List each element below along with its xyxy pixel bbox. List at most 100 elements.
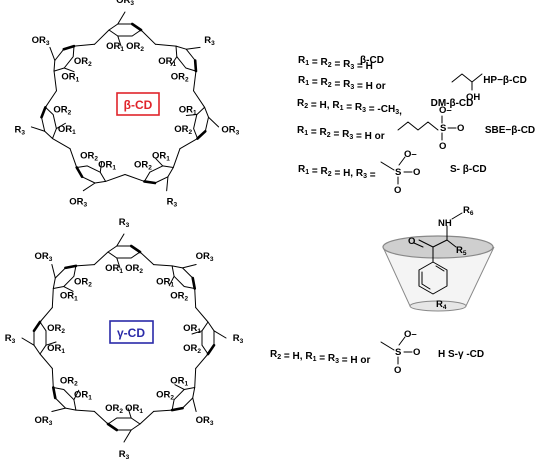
sbe-s-label: S (440, 123, 446, 134)
beta-wedge-bond (130, 22, 143, 32)
gamma-or-bond (168, 275, 175, 287)
gamma-cd-text: γ-CD (117, 326, 145, 340)
sulfate-s-label: S (395, 167, 401, 178)
gamma-or-bond (73, 389, 80, 401)
beta-ch2-bond (82, 182, 96, 192)
derivative-condition-3: R1 = R2 = R3 = H or (297, 125, 385, 142)
beta-glycosidic-bond (69, 148, 78, 169)
beta-glycosidic-bond (124, 173, 145, 182)
beta-glycosidic-bond (52, 138, 71, 150)
gamma-glycosidic-bond (153, 264, 173, 267)
beta-glycosidic-bond (94, 29, 110, 45)
beta-or1-label: OR1 (158, 56, 176, 68)
gamma-glycosidic-bond (93, 410, 109, 425)
gamma-or1-label: OR1 (183, 323, 201, 335)
gamma-or-bond (116, 257, 121, 269)
beta-wedge-bond (193, 59, 198, 73)
gamma-ch2-bond (51, 407, 66, 413)
beta-or1-label: OR1 (106, 41, 124, 53)
sulfate-o-bottom: O (394, 185, 401, 196)
beta-or2-label: OR2 (174, 124, 192, 136)
sbe-o-bottom: O (439, 141, 446, 152)
gamma-or-bond (127, 407, 132, 419)
r5-label: R5 (456, 245, 467, 257)
cyclodextrin-rings (21, 11, 227, 443)
beta-ch2-bond (185, 46, 201, 50)
derivative-name-1: HP−β-CD (483, 75, 527, 86)
gamma-glycosidic-bond (39, 307, 53, 323)
beta-or-bond (63, 67, 75, 73)
gamma-or-bond (45, 341, 57, 346)
derivative-name-5: H S-γ -CD (438, 349, 484, 360)
beta-ch2-bond (166, 176, 169, 192)
gamma-ch2-bond (192, 397, 197, 413)
derivative-condition-4: R1 = R2 = H, R3 = (298, 164, 376, 181)
derivative-name-3: SBE−β-CD (485, 125, 535, 136)
gamma-glycosidic-bond (153, 409, 173, 412)
gamma-glycosidic-bond (51, 288, 54, 309)
gamma-or2-label: OR2 (183, 343, 201, 355)
beta-or-bond (155, 157, 164, 167)
sbe-o-right: O (457, 123, 464, 134)
r4-sub: 4 (443, 304, 447, 311)
beta-glycosidic-bond (193, 90, 206, 108)
beta-or2-label: OR2 (80, 151, 98, 163)
beta-wedge-bond (196, 129, 207, 140)
gamma-or1-label: OR1 (74, 390, 92, 402)
derivative-condition-5: R2 = H, R1 = R3 = H or (270, 349, 371, 366)
gamma-sulfate-s-label: S (395, 347, 401, 358)
beta-or1-label: OR1 (98, 159, 116, 171)
gamma-glucose-unit (171, 265, 196, 289)
beta-glycosidic-bond (179, 138, 198, 150)
gamma-wedge-bond (129, 244, 142, 254)
beta-r3-label: R3 (204, 35, 215, 47)
beta-glycosidic-bond (154, 43, 177, 47)
gamma-ch2-bond (182, 263, 197, 269)
beta-or-bond (55, 122, 66, 130)
carbonyl-o-label: O (408, 236, 415, 247)
sbe-o-top: O– (439, 105, 452, 116)
beta-or2-label: OR2 (134, 159, 152, 171)
r6-label: R6 (463, 205, 474, 217)
gamma-or-bond (191, 330, 203, 335)
gamma-ch2-bond (213, 330, 227, 339)
gamma-r3-label: R3 (119, 217, 130, 229)
beta-wedge-bond (75, 166, 84, 179)
beta-or-bond (170, 56, 178, 66)
gamma-glycosidic-bond (194, 288, 197, 309)
gamma-ch2-bond (123, 429, 132, 443)
beta-ch2-bond (207, 116, 220, 128)
gamma-or1-label: OR1 (156, 276, 174, 288)
beta-r3-label: R3 (14, 125, 25, 137)
oh-label: OH (466, 92, 480, 103)
beta-glycosidic-bond (193, 70, 197, 92)
gamma-or2-label: OR2 (60, 375, 78, 387)
sulfate-structure-beta: S O– O O (380, 149, 420, 196)
beta-ch2-bond (117, 11, 126, 25)
beta-cd-text: β-CD (124, 98, 153, 112)
gamma-sulfate-o-right: O (413, 347, 420, 358)
gamma-glycosidic-bond (195, 353, 209, 369)
beta-or1-label: OR1 (58, 124, 76, 136)
gamma-ch2-bond (21, 337, 35, 346)
nh-label: NH (438, 218, 452, 229)
beta-glycosidic-bond (73, 43, 96, 47)
gamma-cd-label: γ-CD (109, 320, 154, 344)
gamma-or2-label: OR2 (47, 323, 65, 335)
beta-wedge-bond (143, 180, 157, 185)
gamma-or1-label: OR1 (125, 403, 143, 415)
gamma-wedge-bond (106, 422, 119, 432)
beta-or2-label: OR2 (171, 71, 189, 83)
beta-r3-label: OR3 (32, 35, 50, 47)
gamma-wedge-bond (32, 320, 42, 333)
gamma-glycosidic-bond (51, 367, 54, 388)
gamma-r3-label: OR3 (34, 415, 52, 427)
beta-or2-label: OR2 (74, 56, 92, 68)
gamma-wedge-bond (64, 264, 78, 270)
derivative-name-0: β-CD (360, 55, 384, 66)
gamma-r3-label: OR3 (196, 415, 214, 427)
gamma-or2-label: OR2 (74, 276, 92, 288)
gamma-glycosidic-bond (139, 251, 155, 266)
